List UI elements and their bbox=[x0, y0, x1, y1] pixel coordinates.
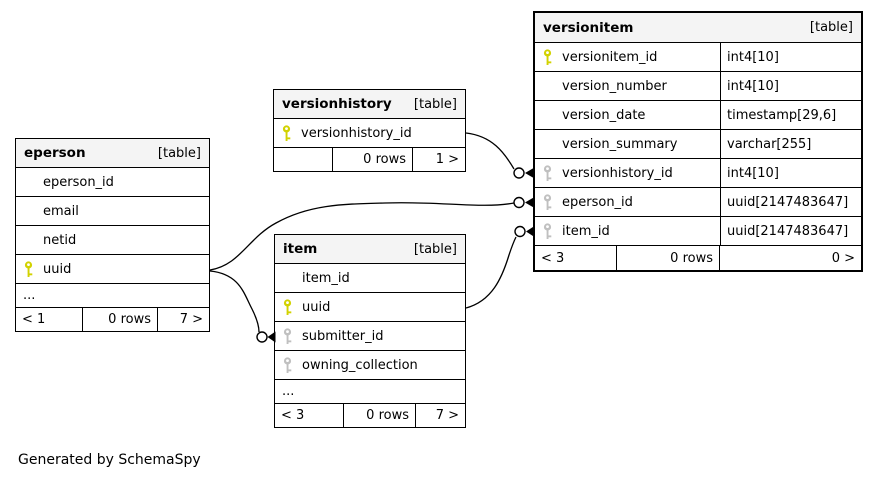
column-row-versionhistory_id: versionhistory_id int4[10] bbox=[535, 159, 861, 188]
related-left-count: < 1 bbox=[16, 308, 83, 331]
related-right-count: 7 > bbox=[179, 312, 203, 327]
primary-key-icon bbox=[282, 298, 294, 316]
table-tag: [table] bbox=[413, 241, 457, 257]
column-name: version_date bbox=[562, 107, 646, 123]
column-row-submitter_id: submitter_id bbox=[275, 322, 465, 351]
fk-circle-eperson_id bbox=[513, 196, 525, 209]
table-eperson-header[interactable]: eperson [table] bbox=[16, 139, 209, 168]
primary-key-icon bbox=[281, 124, 293, 142]
column-row-eperson_id: eperson_id bbox=[16, 168, 209, 197]
column-row-eperson_id: eperson_id uuid[2147483647] bbox=[535, 188, 861, 217]
row-count: 0 rows bbox=[83, 308, 158, 331]
column-row-version_summary: version_summary varchar[255] bbox=[535, 130, 861, 159]
column-name: eperson_id bbox=[562, 194, 633, 210]
column-type: int4[10] bbox=[720, 43, 861, 71]
fk-circle-versionhistory_id bbox=[513, 167, 525, 179]
table-item-header[interactable]: item [table] bbox=[275, 235, 465, 264]
table-name: item bbox=[283, 241, 318, 257]
more-columns-ellipsis: ... bbox=[16, 284, 209, 308]
related-left-count bbox=[274, 148, 333, 171]
relationship-item-to-versionitem bbox=[465, 236, 517, 309]
column-type: int4[10] bbox=[720, 72, 861, 100]
foreign-key-icon bbox=[542, 164, 554, 182]
table-eperson[interactable]: eperson [table] eperson_id email netid u… bbox=[15, 138, 210, 332]
related-right-count: 1 > bbox=[435, 152, 459, 167]
row-count: 0 rows bbox=[344, 404, 416, 427]
column-name: owning_collection bbox=[302, 357, 418, 373]
table-versionitem-header[interactable]: versionitem [table] bbox=[535, 13, 861, 43]
related-left-count: < 3 bbox=[535, 246, 617, 270]
column-row-owning_collection: owning_collection bbox=[275, 351, 465, 380]
related-right-count: 7 > bbox=[435, 408, 459, 423]
column-row-versionhistory_id: versionhistory_id bbox=[274, 119, 465, 148]
column-type: uuid[2147483647] bbox=[720, 217, 861, 245]
column-name: version_number bbox=[562, 78, 667, 94]
primary-key-icon bbox=[23, 260, 35, 278]
column-name: versionhistory_id bbox=[562, 165, 673, 181]
related-right-count: 0 > bbox=[831, 250, 855, 266]
table-item-footer: < 3 0 rows 7 > bbox=[275, 404, 465, 427]
column-row-uuid: uuid bbox=[16, 255, 209, 284]
column-name: netid bbox=[43, 232, 77, 248]
relationship-versionhistory-to-versionitem bbox=[465, 132, 515, 170]
column-name: email bbox=[43, 203, 79, 219]
column-row-version_number: version_number int4[10] bbox=[535, 72, 861, 101]
fk-circle-submitter_id bbox=[256, 331, 268, 343]
column-row-item_id: item_id bbox=[275, 264, 465, 293]
row-count: 0 rows bbox=[333, 148, 413, 171]
table-tag: [table] bbox=[413, 96, 457, 112]
column-row-netid: netid bbox=[16, 226, 209, 255]
table-name: eperson bbox=[24, 145, 86, 161]
column-row-version_date: version_date timestamp[29,6] bbox=[535, 101, 861, 130]
relationship-eperson-to-item bbox=[209, 270, 260, 333]
column-name: submitter_id bbox=[302, 328, 384, 344]
column-row-email: email bbox=[16, 197, 209, 226]
column-name: version_summary bbox=[562, 136, 678, 152]
fk-circle-item_id bbox=[514, 225, 526, 238]
column-name: item_id bbox=[302, 270, 350, 286]
table-item[interactable]: item [table] item_id uuid submitter_id o… bbox=[274, 234, 466, 428]
column-type: int4[10] bbox=[720, 159, 861, 187]
table-tag: [table] bbox=[157, 145, 201, 161]
generated-by-note: Generated by SchemaSpy bbox=[18, 452, 201, 468]
column-name: versionitem_id bbox=[562, 49, 658, 65]
table-tag: [table] bbox=[809, 20, 853, 35]
column-type: uuid[2147483647] bbox=[720, 188, 861, 216]
primary-key-icon bbox=[542, 48, 554, 66]
table-versionhistory-footer: 0 rows 1 > bbox=[274, 148, 465, 171]
table-versionitem-footer: < 3 0 rows 0 > bbox=[535, 246, 861, 270]
table-name: versionitem bbox=[543, 19, 634, 36]
column-name: uuid bbox=[302, 299, 331, 315]
foreign-key-icon bbox=[282, 356, 294, 374]
foreign-key-icon bbox=[282, 327, 294, 345]
column-name: versionhistory_id bbox=[301, 125, 412, 141]
column-row-uuid: uuid bbox=[275, 293, 465, 322]
foreign-key-icon bbox=[542, 193, 554, 211]
column-name: eperson_id bbox=[43, 174, 114, 190]
column-row-versionitem_id: versionitem_id int4[10] bbox=[535, 43, 861, 72]
table-eperson-footer: < 1 0 rows 7 > bbox=[16, 308, 209, 331]
column-name: uuid bbox=[43, 261, 72, 277]
more-columns-ellipsis: ... bbox=[275, 380, 465, 404]
related-left-count: < 3 bbox=[275, 404, 344, 427]
column-row-item_id: item_id uuid[2147483647] bbox=[535, 217, 861, 246]
foreign-key-icon bbox=[542, 222, 554, 240]
table-versionitem[interactable]: versionitem [table] versionitem_id int4[… bbox=[533, 11, 863, 272]
row-count: 0 rows bbox=[617, 246, 720, 270]
table-name: versionhistory bbox=[282, 96, 392, 112]
column-name: item_id bbox=[562, 223, 610, 239]
column-type: varchar[255] bbox=[720, 130, 861, 158]
column-type: timestamp[29,6] bbox=[720, 101, 861, 129]
table-versionhistory-header[interactable]: versionhistory [table] bbox=[274, 90, 465, 119]
table-versionhistory[interactable]: versionhistory [table] versionhistory_id… bbox=[273, 89, 466, 172]
